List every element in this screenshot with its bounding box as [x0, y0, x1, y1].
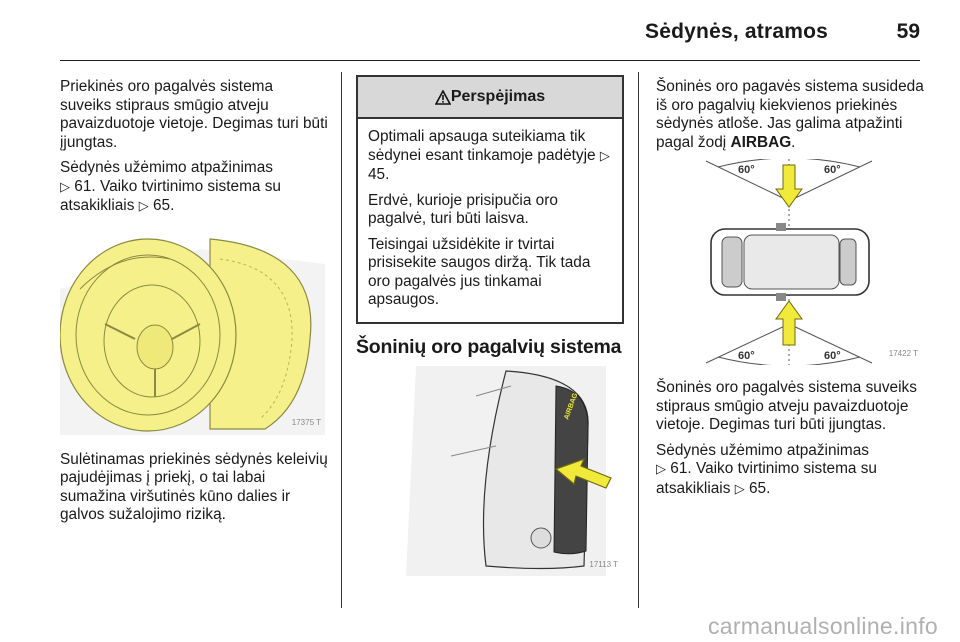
text: Sėdynės užėmimo atpažinimas [60, 159, 274, 176]
airbag-word: AIRBAG [730, 133, 792, 151]
paragraph: Teisingai užsidėkite ir tvirtai prisisek… [368, 235, 591, 309]
paragraph: Sėdynės užėmimo atpažinimas ▷ 61. Vaiko … [60, 159, 328, 217]
figure-code: 17422 T [888, 348, 918, 358]
paragraph: Sėdynės užėmimo atpažinimas ▷ 61. Vaiko … [656, 442, 926, 500]
arrow-reference-icon: ▷ [138, 199, 149, 214]
warning-body: Optimali apsauga suteikiama tik sėdynei … [358, 119, 622, 322]
arrow-reference-icon: ▷ [60, 179, 70, 195]
text: Šoninės oro pagavės sistema susideda iš … [656, 78, 924, 151]
cross-reference[interactable]: 45. [368, 166, 390, 183]
arrow-reference-icon: ▷ [734, 481, 745, 497]
warning-header: Perspėjimas [358, 77, 622, 119]
cross-reference[interactable]: 61. Vaiko tvirtinimo sistema su atsakikl… [60, 177, 281, 215]
page-header: Sėdynės, atramos 59 [0, 0, 960, 64]
paragraph: Sulėtinamas priekinės sėdynės keleivių p… [60, 450, 328, 524]
warning-box: Perspėjimas Optimali apsauga suteikiama … [356, 75, 624, 324]
header-rule [60, 60, 920, 61]
paragraph: Šoninės oro pagalvės sistema suveiks sti… [656, 379, 917, 433]
paragraph: Optimali apsauga suteikiama tik sėdynei … [368, 128, 612, 185]
cross-reference[interactable]: 61. Vaiko tvirtinimo sistema su atsakikl… [656, 460, 877, 497]
paragraph: Priekinės oro pagalvės sistema suveiks s… [60, 78, 328, 151]
paragraph: Erdvė, kurioje prisipučia oro pagalvė, t… [368, 191, 558, 228]
side-airbag-angle-diagram: 60° 60° 60° 60° 17422 T [656, 157, 922, 367]
paragraph: Šoninės oro pagavės sistema susideda iš … [656, 78, 926, 152]
page-number: 59 [896, 20, 920, 43]
cross-reference[interactable]: 65. [748, 479, 771, 497]
angle-label: 60° [824, 350, 841, 362]
left-column: Priekinės oro pagalvės sistema suveiks s… [59, 78, 328, 532]
warning-triangle-icon [434, 89, 451, 105]
side-airbag-illustration: AIRBAG [406, 366, 612, 576]
angle-diagram: 60° 60° 60° 60° [705, 157, 873, 367]
figure-code: 17113 T [589, 559, 618, 569]
car-top-view [710, 223, 870, 301]
angle-label: 60° [824, 164, 841, 176]
watermark: carmanualsonline.info [707, 613, 938, 639]
column-divider [341, 72, 342, 608]
cross-reference[interactable]: 65. [152, 197, 175, 214]
front-airbag-figure: 17375 T [59, 228, 325, 435]
column-divider [638, 72, 639, 608]
middle-column: Perspėjimas Optimali apsauga suteikiama … [356, 75, 624, 576]
warning-title: Perspėjimas [450, 87, 546, 105]
section-title: Šoninių oro pagalvių sistema [356, 335, 622, 358]
arrow-reference-icon: ▷ [656, 462, 666, 477]
figure-code: 17375 T [291, 418, 321, 427]
angle-label: 60° [738, 350, 755, 362]
text: Optimali apsauga suteikiama tik sėdynei … [368, 128, 600, 164]
angle-label: 60° [738, 164, 755, 176]
arrow-reference-icon: ▷ [599, 148, 610, 164]
text: . [791, 133, 796, 151]
page-title: Sėdynės, atramos [645, 20, 828, 43]
text: Sėdynės užėmimo atpažinimas [656, 441, 870, 459]
side-airbag-figure: AIRBAG 17113 T [356, 366, 622, 576]
right-column: Šoninės oro pagavės sistema susideda iš … [656, 78, 926, 506]
front-airbag-illustration [59, 237, 325, 435]
